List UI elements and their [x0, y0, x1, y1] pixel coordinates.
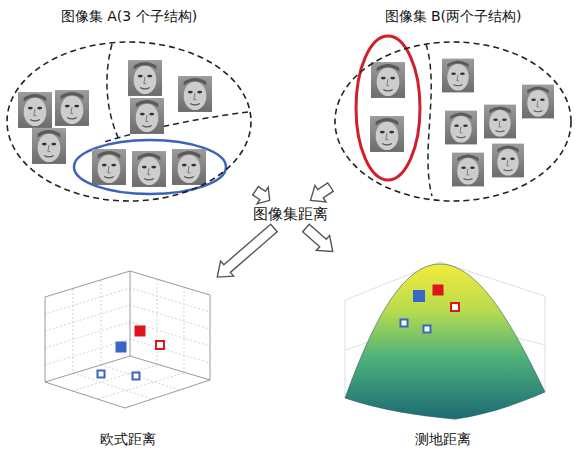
face-image — [492, 144, 524, 178]
plot-panel: 欧式距离 — [40, 262, 215, 448]
face-image — [452, 153, 484, 187]
grid-lines — [345, 262, 545, 420]
face-image — [445, 111, 477, 145]
subcluster-ellipse — [74, 140, 226, 194]
subcluster-divider — [107, 44, 120, 142]
face-image — [18, 92, 52, 128]
face-image — [172, 149, 206, 185]
data-point — [424, 326, 431, 333]
face-image — [484, 105, 516, 139]
plot-caption: 测地距离 — [415, 431, 471, 448]
dashed-ellipse — [335, 42, 571, 201]
face-image — [371, 62, 405, 98]
data-point — [413, 290, 425, 302]
face-image — [92, 149, 126, 185]
data-point — [401, 320, 408, 327]
subcluster-divider — [426, 44, 432, 196]
set-heading: 图像集 A(3 个子结构) — [61, 8, 197, 25]
face-image — [130, 98, 164, 134]
plot-caption: 欧式距离 — [100, 431, 156, 448]
face-image — [522, 85, 554, 119]
dashed-ellipse-outline — [5, 40, 253, 203]
distance-box: 图像集距离 — [245, 202, 335, 226]
data-point — [433, 285, 444, 296]
face-image — [128, 60, 162, 96]
dashed-ellipse-outline — [333, 40, 573, 203]
hollow-arrow — [217, 224, 277, 277]
data-point — [135, 326, 146, 337]
geodesic-plot — [345, 262, 545, 420]
subcluster-ellipse — [356, 36, 420, 180]
subcluster-divider — [104, 112, 248, 142]
face-image — [370, 116, 404, 152]
face-image — [178, 76, 212, 112]
dashed-ellipse — [7, 42, 251, 201]
data-point — [116, 342, 127, 353]
face-image — [442, 59, 474, 93]
grid-lines — [45, 279, 210, 399]
hollow-arrow — [303, 224, 333, 251]
distance-label: 图像集距离 — [253, 205, 328, 223]
face-image — [32, 128, 66, 164]
plot-frame — [45, 271, 210, 408]
data-point — [98, 371, 105, 378]
data-point — [156, 341, 164, 349]
hollow-arrow — [253, 187, 270, 204]
hollow-arrow — [311, 183, 334, 202]
euclidean-plot — [45, 271, 210, 408]
set-heading: 图像集 B(两个子结构) — [385, 8, 522, 25]
face-image — [55, 90, 89, 126]
image-set: 图像集 A(3 个子结构) — [5, 8, 253, 203]
plot-panel: 测地距离 — [335, 248, 550, 448]
data-point — [133, 373, 140, 380]
image-set: 图像集 B(两个子结构) — [333, 8, 573, 203]
face-image — [132, 151, 166, 187]
surface — [345, 264, 545, 419]
data-point — [451, 303, 459, 311]
